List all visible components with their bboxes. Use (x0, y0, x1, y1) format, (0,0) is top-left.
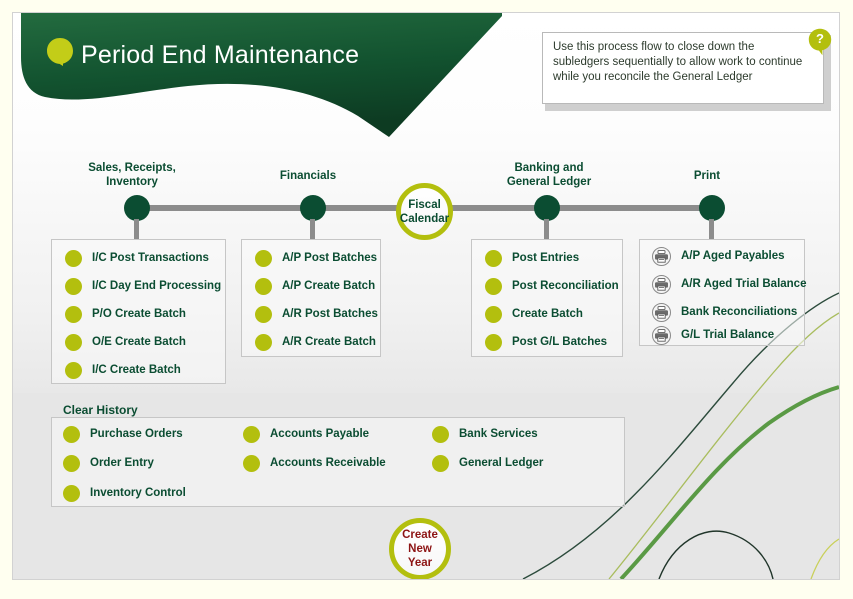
fiscal-calendar-node[interactable]: Fiscal Calendar (396, 183, 453, 240)
list-item[interactable]: A/R Create Batch (255, 332, 376, 352)
list-item[interactable]: Post Entries (485, 248, 579, 268)
create-new-year-line3: Year (407, 557, 433, 569)
list-item[interactable]: A/P Aged Payables (652, 246, 785, 266)
bullet-icon (65, 305, 82, 323)
list-item[interactable]: Accounts Payable (243, 424, 369, 444)
bullet-icon (485, 333, 502, 351)
timeline-node-print[interactable] (699, 195, 725, 221)
bullet-icon (65, 249, 82, 267)
printer-icon (652, 302, 671, 322)
timeline-stem-4 (709, 219, 714, 239)
list-item[interactable]: P/O Create Batch (65, 304, 186, 324)
timeline-stem-3 (544, 219, 549, 239)
list-item[interactable]: I/C Post Transactions (65, 248, 209, 268)
bullet-icon (255, 333, 272, 351)
list-item[interactable]: Order Entry (63, 453, 154, 473)
bullet-icon (63, 425, 80, 443)
info-tooltip-text: Use this process flow to close down the … (553, 41, 803, 83)
panel-financials: A/P Post Batches A/P Create Batch A/R Po… (241, 239, 381, 357)
header-banner: Period End Maintenance (13, 13, 513, 141)
column-header-sales-receipts-inventory: Sales, Receipts, Inventory (88, 162, 176, 188)
banner-shape (21, 13, 502, 137)
timeline-stem-2 (310, 219, 315, 239)
bullet-icon (485, 249, 502, 267)
bullet-icon (255, 277, 272, 295)
panel-sales-receipts-inventory: I/C Post Transactions I/C Day End Proces… (51, 239, 226, 384)
bullet-icon (65, 361, 82, 379)
create-new-year-line2: New (408, 543, 432, 555)
list-item[interactable]: Bank Reconciliations (652, 302, 797, 322)
fiscal-calendar-label: Fiscal Calendar (399, 198, 450, 225)
bullet-icon (485, 277, 502, 295)
process-flow-frame: Period End Maintenance Use this process … (12, 12, 840, 580)
list-item[interactable]: I/C Day End Processing (65, 276, 221, 296)
timeline-stem-1 (134, 219, 139, 239)
help-icon[interactable] (808, 28, 832, 56)
list-item[interactable]: G/L Trial Balance (652, 325, 774, 345)
list-item[interactable]: A/P Create Batch (255, 276, 375, 296)
create-new-year-button[interactable]: Create New Year (389, 518, 451, 579)
printer-icon (652, 246, 671, 266)
column-header-financials: Financials (279, 170, 337, 182)
bullet-icon (255, 249, 272, 267)
create-new-year-line1: Create (402, 529, 438, 541)
list-item[interactable]: Bank Services (432, 424, 538, 444)
bullet-icon (432, 454, 449, 472)
list-item[interactable]: Post G/L Batches (485, 332, 607, 352)
clear-history-title: Clear History (63, 403, 138, 417)
bullet-icon (63, 454, 80, 472)
list-item[interactable]: General Ledger (432, 453, 543, 473)
list-item[interactable]: I/C Create Batch (65, 360, 181, 380)
info-tooltip: Use this process flow to close down the … (542, 32, 824, 104)
bullet-icon (63, 484, 80, 502)
list-item[interactable]: Inventory Control (63, 483, 186, 503)
list-item[interactable]: A/R Aged Trial Balance (652, 274, 806, 294)
bullet-icon (243, 454, 260, 472)
timeline-node-sales-receipts-inventory[interactable] (124, 195, 150, 221)
timeline-node-banking-general-ledger[interactable] (534, 195, 560, 221)
list-item[interactable]: Purchase Orders (63, 424, 183, 444)
bullet-icon (432, 425, 449, 443)
list-item[interactable]: Post Reconciliation (485, 276, 619, 296)
leaf-icon (47, 38, 73, 66)
panel-print: A/P Aged Payables A/R Aged Trial Balance (639, 239, 806, 346)
printer-icon (652, 325, 671, 345)
column-header-print: Print (693, 170, 721, 182)
panel-clear-history (51, 417, 625, 507)
list-item[interactable]: O/E Create Batch (65, 332, 186, 352)
list-item[interactable]: Create Batch (485, 304, 583, 324)
page-title: Period End Maintenance (81, 41, 360, 69)
column-header-banking-general-ledger: Banking and General Ledger (506, 162, 592, 188)
help-icon-glyph: ? (816, 31, 824, 46)
panel-banking-general-ledger: Post Entries Post Reconciliation Create … (471, 239, 623, 357)
create-new-year-label: Create New Year (402, 528, 438, 570)
list-item[interactable]: Accounts Receivable (243, 453, 386, 473)
bullet-icon (65, 277, 82, 295)
list-item[interactable]: A/P Post Batches (255, 248, 377, 268)
bullet-icon (65, 333, 82, 351)
bullet-icon (485, 305, 502, 323)
timeline-node-financials[interactable] (300, 195, 326, 221)
printer-icon (652, 274, 671, 294)
bullet-icon (243, 425, 260, 443)
bullet-icon (255, 305, 272, 323)
list-item[interactable]: A/R Post Batches (255, 304, 378, 324)
